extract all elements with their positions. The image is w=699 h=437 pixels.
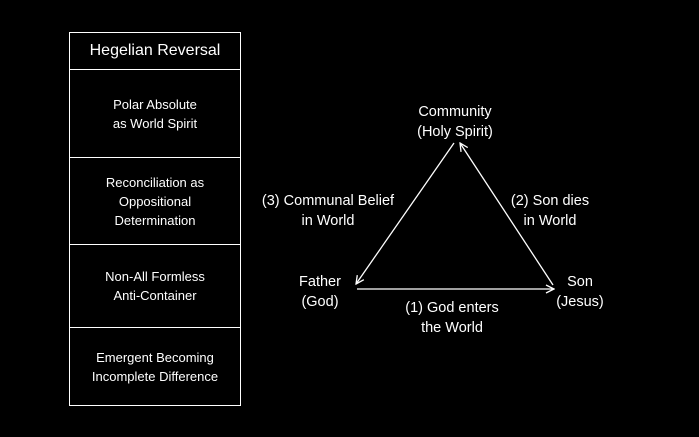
- table-row-emergent-becoming: Emergent Becoming Incomplete Difference: [70, 327, 240, 405]
- table-row-reconciliation: Reconciliation as Oppositional Determina…: [70, 157, 240, 244]
- table-row-non-all-formless: Non-All Formless Anti-Container: [70, 244, 240, 327]
- edge-label-god-enters-world: (1) God enters the World: [405, 300, 499, 336]
- edge-son-to-community: [460, 143, 554, 286]
- edge-community-to-father: [356, 142, 455, 284]
- node-father: Father (God): [299, 274, 341, 310]
- table-row-polar-absolute: Polar Absolute as World Spirit: [70, 69, 240, 157]
- concept-table: Hegelian Reversal Polar Absolute as Worl…: [69, 32, 241, 406]
- node-son: Son (Jesus): [556, 274, 604, 310]
- edge-label-communal-belief: (3) Communal Belief in World: [261, 193, 395, 229]
- edge-label-son-dies: (2) Son dies in World: [510, 193, 590, 229]
- table-header-hegelian-reversal: Hegelian Reversal: [89, 42, 221, 59]
- node-community: Community (Holy Spirit): [417, 104, 493, 140]
